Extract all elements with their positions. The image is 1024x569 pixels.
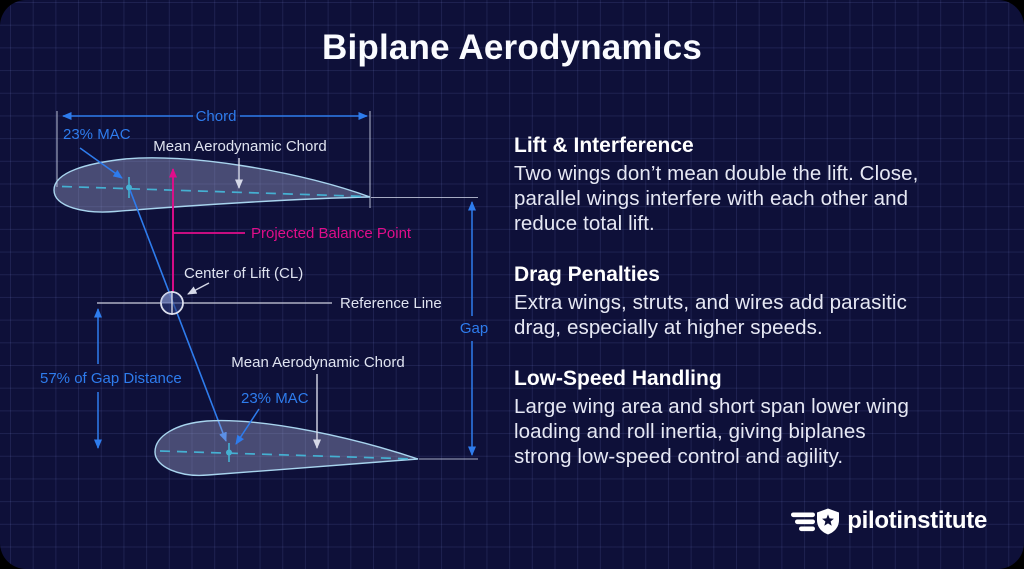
section-body: Two wings don’t mean double the lift. Cl… bbox=[514, 162, 919, 235]
gap-label: Gap bbox=[460, 320, 488, 337]
cl-diagonal-line bbox=[129, 189, 227, 442]
section-drag-penalties: Drag Penalties Extra wings, struts, and … bbox=[514, 262, 1006, 340]
info-column: Lift & Interference Two wings don’t mean… bbox=[514, 133, 1006, 495]
lower-mean-chord-label: Mean Aerodynamic Chord bbox=[231, 354, 404, 371]
upper-mean-chord-label: Mean Aerodynamic Chord bbox=[153, 138, 326, 155]
winged-shield-star-icon bbox=[791, 508, 840, 535]
chord-label: Chord bbox=[196, 108, 237, 125]
section-body: Large wing area and short span lower win… bbox=[514, 395, 909, 468]
section-heading: Low-Speed Handling bbox=[514, 367, 722, 390]
gap57-label: 57% of Gap Distance bbox=[40, 370, 182, 387]
lower-mac-label: 23% MAC bbox=[241, 390, 309, 407]
upper-mac-arrow bbox=[79, 147, 123, 179]
logo-wordmark: pilotinstitute bbox=[847, 507, 987, 534]
balance-point-label: Projected Balance Point bbox=[251, 225, 412, 242]
section-low-speed-handling: Low-Speed Handling Large wing area and s… bbox=[514, 366, 1006, 469]
section-lift-interference: Lift & Interference Two wings don’t mean… bbox=[514, 133, 1006, 236]
section-heading: Lift & Interference bbox=[514, 134, 694, 157]
lower-airfoil bbox=[154, 419, 419, 477]
center-of-lift-label: Center of Lift (CL) bbox=[184, 265, 303, 282]
lower-chord-dashed-line bbox=[159, 450, 415, 460]
pilot-institute-logo: pilotinstitute bbox=[788, 503, 987, 539]
section-heading: Drag Penalties bbox=[514, 263, 660, 286]
upper-mac-point bbox=[126, 184, 132, 191]
upper-mac-label: 23% MAC bbox=[63, 126, 131, 143]
reference-line-label: Reference Line bbox=[340, 295, 442, 312]
upper-airfoil bbox=[53, 157, 371, 213]
lower-mac-arrow bbox=[235, 408, 260, 445]
page-title: Biplane Aerodynamics bbox=[321, 28, 703, 67]
center-of-lift-quadrant bbox=[161, 292, 172, 303]
lower-mac-point bbox=[226, 449, 232, 456]
center-of-lift-arrow bbox=[187, 282, 210, 295]
section-body: Extra wings, struts, and wires add paras… bbox=[514, 291, 907, 339]
